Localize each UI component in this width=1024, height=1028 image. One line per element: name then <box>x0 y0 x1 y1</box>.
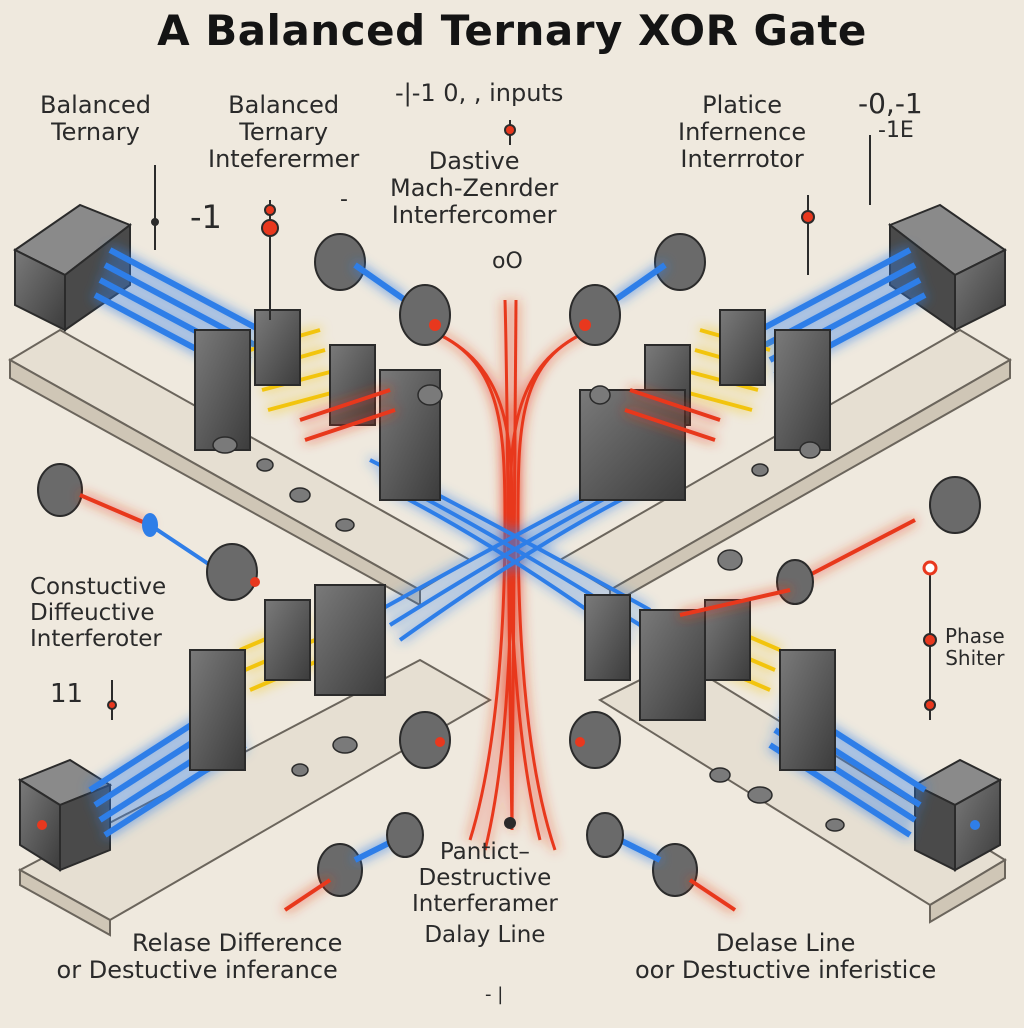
label-line: Dalay Line <box>424 922 546 949</box>
label-dash: - <box>340 187 348 212</box>
label-line: Delase Line <box>715 929 856 957</box>
label-phase-shifter: Phase Shiter <box>945 625 1005 670</box>
block-cluster-lower-right <box>584 594 836 771</box>
label-bottom-mark: - | <box>485 984 504 1005</box>
probe-markers <box>107 120 938 829</box>
block-cluster-upper-right <box>579 309 831 501</box>
emitter-top-right <box>758 203 1007 378</box>
block-cluster-lower-left <box>189 584 386 771</box>
board-upper-left <box>8 328 472 607</box>
label-line: Interferoter <box>30 625 162 652</box>
label-line: oor Destuctive inferistice <box>635 955 937 984</box>
label-lattice-interference: Platice Infernence Interrrotor <box>678 92 806 173</box>
label-line: Destructive <box>418 864 552 891</box>
label-line: -1E <box>878 118 914 144</box>
label-right-values: -0,-1 -1E <box>858 88 923 144</box>
label-line: Interfercomer <box>391 200 557 229</box>
label-line: Interferamer <box>412 890 558 917</box>
label-oo: oO <box>492 249 523 274</box>
label-delay-line: Delase Line oor Destuctive inferistice <box>635 930 936 984</box>
label-line: Relase Difference <box>132 929 343 957</box>
label-inputs: -|-1 0, , inputs <box>395 79 564 107</box>
label-balanced-ternary-interferometer: Balanced Ternary Inteferermer <box>208 92 359 173</box>
label-destructive-delay-line: Pantict– Destructive Interferamer Dalay … <box>412 839 558 949</box>
label-line: Diffeuctive <box>30 599 155 626</box>
label-line: Mach-Zenrder <box>390 173 559 202</box>
label-line: Balanced <box>40 91 151 119</box>
label-line: or Destuctive inferance <box>56 955 338 984</box>
label-line: Infernence <box>678 117 807 146</box>
label-line: Inteferermer <box>208 144 360 173</box>
emitter-bottom-right <box>768 697 1003 872</box>
label-constructive-interferometer: Constuctive Diffeuctive Interferoter <box>30 574 167 652</box>
small-components <box>212 384 845 832</box>
label-eleven: 11 <box>50 679 84 709</box>
label-mach-zehnder: Dastive Mach-Zenrder Interfercomer <box>390 148 558 229</box>
board-lower-left <box>17 658 493 937</box>
label-line: Ternary <box>51 117 140 146</box>
label-line: Platice <box>702 91 782 119</box>
label-balanced-ternary: Balanced Ternary <box>40 92 151 146</box>
label-line: Interrrotor <box>680 144 804 173</box>
label-phase-difference: Relase Difference or Destuctive inferanc… <box>52 929 343 984</box>
label-line: Shiter <box>945 646 1005 671</box>
label-line: Constuctive <box>30 574 167 600</box>
label-line: Dastive <box>428 147 520 175</box>
label-line: Pantict– <box>439 839 530 865</box>
red-beam-bundle-center <box>429 299 591 851</box>
label-line: Balanced <box>228 91 340 119</box>
diagram-title: A Balanced Ternary XOR Gate <box>157 6 867 55</box>
label-line: Phase <box>945 624 1005 648</box>
label-minus-one: -1 <box>190 198 222 236</box>
label-line: -0,-1 <box>858 87 923 120</box>
lens-mounts <box>37 233 981 912</box>
label-line: Ternary <box>239 117 329 146</box>
